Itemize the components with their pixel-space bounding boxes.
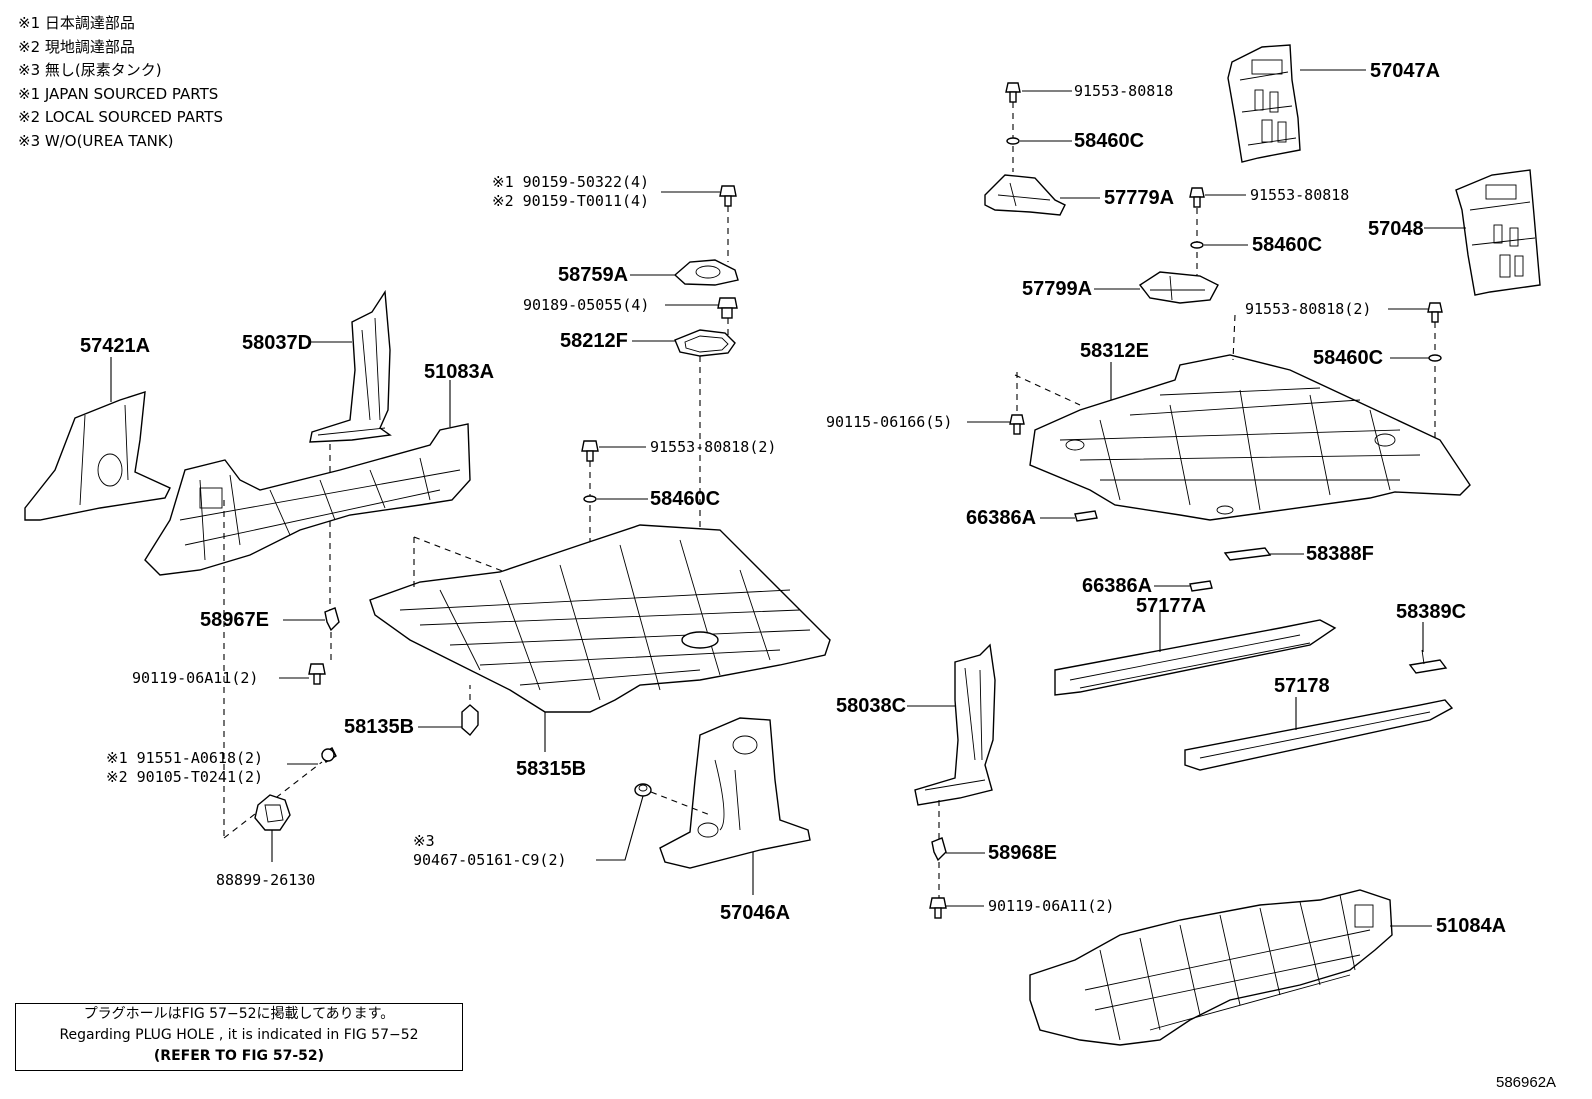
label-91553-80818-2-r: 91553-80818(2) <box>1245 300 1371 318</box>
label-58389C: 58389C <box>1396 601 1466 623</box>
reference-line-en: Regarding PLUG HOLE , it is indicated in… <box>59 1027 419 1043</box>
bolt-90119-06A11-r[interactable] <box>929 897 947 919</box>
washer-58460C-b[interactable] <box>1190 241 1204 249</box>
clip-66386A-b[interactable] <box>1189 580 1213 592</box>
label-58038C: 58038C <box>836 695 906 717</box>
part-57048-drawing[interactable] <box>1455 169 1541 296</box>
washer-58460C-a[interactable] <box>1006 137 1020 145</box>
label-58312E: 58312E <box>1080 340 1149 362</box>
part-58389C-drawing[interactable] <box>1408 649 1448 674</box>
bolt-90159[interactable] <box>719 185 737 207</box>
part-57178-drawing[interactable] <box>1184 699 1454 771</box>
part-58038C-drawing[interactable] <box>914 643 996 806</box>
sourcing-notes: ※1 日本調達部品 ※2 現地調達部品 ※3 無し(尿素タンク) ※1 JAPA… <box>18 12 223 153</box>
label-66386A-b: 66386A <box>1082 575 1152 597</box>
label-58212F: 58212F <box>560 330 628 352</box>
label-90189-05055: 90189-05055(4) <box>523 296 649 314</box>
part-58759A-drawing[interactable] <box>673 259 739 286</box>
part-58212F-drawing[interactable] <box>674 329 736 357</box>
label-58135B: 58135B <box>344 716 414 738</box>
note-line: ※2 現地調達部品 <box>18 37 135 56</box>
label-90467-05161: 90467-05161-C9(2) <box>413 851 567 869</box>
reference-line-ja: プラグホールはFIG 57−52に掲載してあります。 <box>83 1006 395 1022</box>
label-58759A: 58759A <box>558 264 628 286</box>
label-51084A: 51084A <box>1436 915 1506 937</box>
bolt-91553-80818-2-r[interactable] <box>1427 302 1443 323</box>
label-58460C-r: 58460C <box>1313 347 1383 369</box>
label-66386A-a: 66386A <box>966 507 1036 529</box>
part-58312E-drawing[interactable] <box>1029 354 1471 521</box>
label-90119-06A11-r: 90119-06A11(2) <box>988 897 1114 915</box>
part-57046A-drawing[interactable] <box>659 717 811 869</box>
note-line: ※3 無し(尿素タンク) <box>18 61 162 79</box>
reference-line-refer: (REFER TO FIG 57-52) <box>153 1048 325 1064</box>
grommet-90467-05161[interactable] <box>634 783 652 797</box>
reference-note-box: プラグホールはFIG 57−52に掲載してあります。 Regarding PLU… <box>15 1003 463 1071</box>
note-line: ※3 W/O(UREA TANK) <box>18 131 174 150</box>
label-57421A: 57421A <box>80 335 150 357</box>
note-line: ※2 LOCAL SOURCED PARTS <box>18 108 223 126</box>
label-91553-80818-2-m: 91553-80818(2) <box>650 438 776 456</box>
label-58967E: 58967E <box>200 609 269 631</box>
figure-number: 586962A <box>1496 1074 1557 1091</box>
note-line: ※1 JAPAN SOURCED PARTS <box>18 84 219 103</box>
label-90159-T0011: ※2 90159-T0011(4) <box>492 192 649 210</box>
part-51083A-drawing[interactable] <box>144 423 471 576</box>
note-line: ※1 日本調達部品 <box>18 14 135 32</box>
label-58968E: 58968E <box>988 842 1057 864</box>
clip-58967E[interactable] <box>324 607 340 632</box>
label-58460C-m: 58460C <box>650 488 720 510</box>
label-91551-A0618: ※1 91551-A0618(2) <box>106 749 263 767</box>
label-90105-T0241: ※2 90105-T0241(2) <box>106 768 263 786</box>
washer-58460C-m[interactable] <box>583 495 597 503</box>
part-58315B-drawing[interactable] <box>369 524 831 713</box>
label-58388F: 58388F <box>1306 543 1374 565</box>
part-57177A-drawing[interactable] <box>1054 619 1337 696</box>
clip-58968E[interactable] <box>931 837 947 862</box>
part-57047A-drawing[interactable] <box>1227 44 1301 163</box>
label-58460C-a: 58460C <box>1074 130 1144 152</box>
clip-66386A-a[interactable] <box>1074 510 1098 522</box>
label-57047A: 57047A <box>1370 60 1440 82</box>
bolt-91553-80818-b[interactable] <box>1189 187 1205 208</box>
label-57799A: 57799A <box>1022 278 1092 300</box>
label-90467-note: ※3 <box>413 832 435 850</box>
bracket-58135B[interactable] <box>461 704 479 737</box>
label-51083A: 51083A <box>424 361 494 383</box>
bolt-91553-80818-a[interactable] <box>1005 82 1021 103</box>
label-57178: 57178 <box>1274 675 1330 697</box>
part-57421A-drawing[interactable] <box>24 391 171 521</box>
label-91553-80818-b: 91553-80818 <box>1250 186 1349 204</box>
part-57779A-drawing[interactable] <box>984 174 1066 216</box>
label-88899-26130: 88899-26130 <box>216 871 315 889</box>
bolt-90115-06166[interactable] <box>1009 414 1025 435</box>
part-58388F-drawing[interactable] <box>1223 547 1272 561</box>
label-58460C-b: 58460C <box>1252 234 1322 256</box>
washer-58460C-r[interactable] <box>1428 354 1442 362</box>
label-57046A: 57046A <box>720 902 790 924</box>
label-91553-80818-a: 91553-80818 <box>1074 82 1173 100</box>
part-88899-26130-drawing[interactable] <box>254 794 291 831</box>
label-58037D: 58037D <box>242 332 312 354</box>
label-57048: 57048 <box>1368 218 1424 240</box>
bolt-90119-06A11-l[interactable] <box>308 663 326 685</box>
label-58315B: 58315B <box>516 758 586 780</box>
bolt-91553-80818-2-m[interactable] <box>581 440 599 462</box>
label-90115-06166: 90115-06166(5) <box>826 413 952 431</box>
bolt-91551-A0618[interactable] <box>321 747 337 763</box>
part-57799A-drawing[interactable] <box>1138 271 1219 304</box>
part-58037D-drawing[interactable] <box>309 289 392 443</box>
label-57177A: 57177A <box>1136 595 1206 617</box>
part-51084A-drawing[interactable] <box>1029 889 1393 1046</box>
label-90159-50322: ※1 90159-50322(4) <box>492 173 649 191</box>
nut-90189-05055[interactable] <box>717 297 738 319</box>
label-90119-06A11-l: 90119-06A11(2) <box>132 669 258 687</box>
label-57779A: 57779A <box>1104 187 1174 209</box>
